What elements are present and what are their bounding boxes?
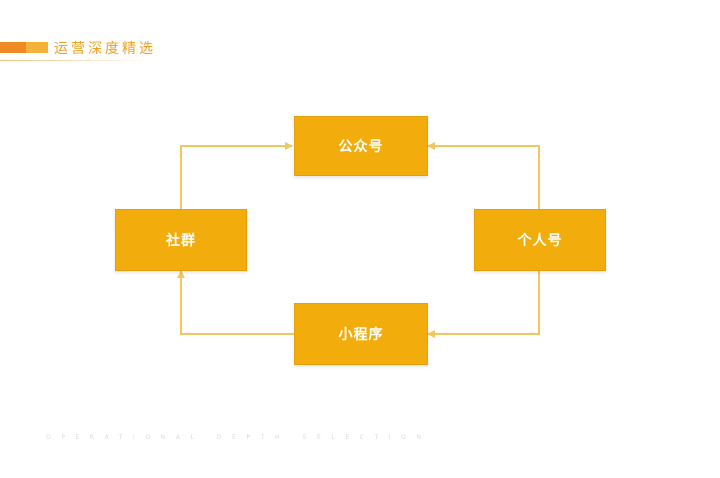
header-underline	[0, 60, 152, 61]
node-xiaochengxu: 小程序	[294, 303, 428, 365]
edge-grh-to-xcx	[427, 269, 540, 338]
node-gongzhonghao: 公众号	[294, 116, 428, 176]
node-shequn: 社群	[115, 209, 247, 271]
header-accent-bar	[0, 42, 48, 53]
footer-caption: OPERATIONAL DEPTH SELECTION	[46, 434, 432, 441]
edge-grh-to-gzh	[427, 142, 540, 209]
edge-sq-to-gzh	[180, 142, 293, 209]
edge-xcx-to-sq	[177, 270, 294, 335]
node-gerenhao: 个人号	[474, 209, 606, 271]
page-title: 运营深度精选	[54, 41, 156, 57]
accent-block-yellow	[26, 42, 48, 53]
accent-block-orange	[0, 42, 26, 53]
